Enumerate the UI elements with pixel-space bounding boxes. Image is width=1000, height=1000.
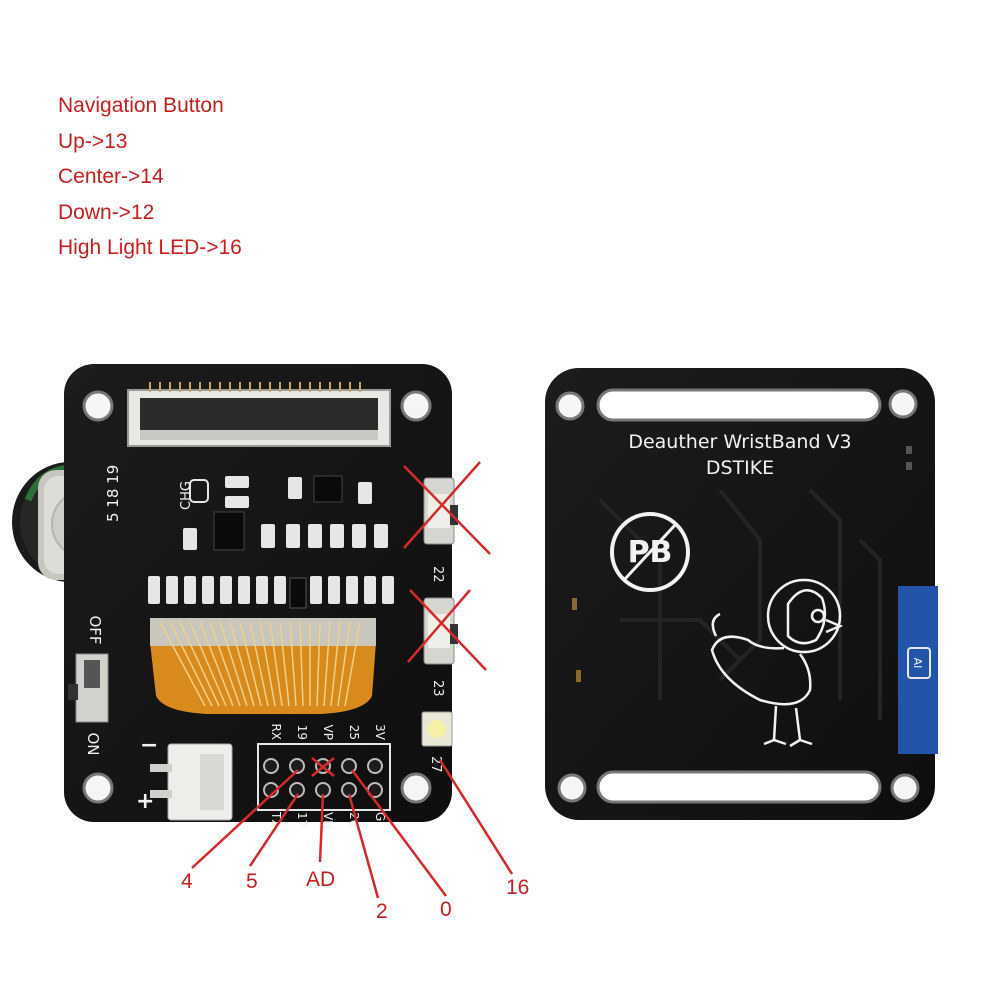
callout-5: 5 bbox=[246, 870, 258, 893]
chg-led bbox=[189, 479, 209, 503]
callout-leaders bbox=[191, 759, 514, 899]
ic-chip bbox=[213, 511, 245, 551]
callout-4: 4 bbox=[181, 870, 193, 893]
strap-slot-top bbox=[596, 388, 882, 422]
silk-17: 17 bbox=[295, 812, 309, 827]
silk-vn: VN bbox=[321, 812, 335, 829]
power-switch bbox=[68, 653, 109, 723]
chicken-mascot-icon bbox=[710, 578, 844, 748]
callout-0: 0 bbox=[440, 898, 452, 921]
note-center: Center->14 bbox=[58, 165, 164, 188]
silk-plus: + bbox=[136, 789, 154, 814]
note-down: Down->12 bbox=[58, 200, 155, 224]
antenna-tag: AI bbox=[898, 586, 938, 754]
silk-off: OFF bbox=[86, 615, 104, 644]
silk-27: 27 bbox=[428, 756, 443, 773]
battery-connector bbox=[150, 743, 233, 821]
blue-tag-label: AI bbox=[911, 658, 924, 669]
back-brand: DSTIKE bbox=[706, 457, 774, 479]
silk-g: G bbox=[373, 812, 387, 821]
silk-3v: 3V bbox=[373, 724, 387, 741]
pin-notes: Navigation Button Up->13 Center->14 Down… bbox=[58, 88, 242, 266]
pb-free-icon: PB bbox=[610, 512, 690, 592]
pcb-traces bbox=[598, 488, 882, 720]
front-board: 5 18 19 CHG OFF ON − + RX 19 VP 25 3V TX… bbox=[12, 364, 514, 899]
cross-out-marks bbox=[311, 461, 491, 777]
silk-chg: CHG bbox=[179, 481, 194, 510]
silk-23: 23 bbox=[430, 680, 445, 697]
silk-pin-labels-top: RX 19 VP 25 3V bbox=[269, 723, 387, 740]
silk-25: 25 bbox=[347, 725, 361, 740]
callout-labels: 4 5 AD 2 0 16 bbox=[181, 868, 529, 923]
display-flex-cable bbox=[150, 618, 376, 714]
callout-16: 16 bbox=[506, 876, 529, 899]
note-up: Up->13 bbox=[58, 129, 128, 153]
silk-minus: − bbox=[140, 733, 158, 758]
callout-ad: AD bbox=[306, 868, 335, 891]
smd-components bbox=[148, 476, 394, 604]
silk-19: 19 bbox=[295, 725, 309, 740]
notes-title: Navigation Button bbox=[58, 94, 224, 117]
silk-22: 22 bbox=[430, 566, 445, 583]
note-led: High Light LED->16 bbox=[58, 236, 242, 259]
callout-2: 2 bbox=[376, 900, 388, 923]
silk-vp: VP bbox=[321, 725, 335, 740]
fpc-connector bbox=[127, 382, 391, 447]
back-board: Deauther WristBand V3 DSTIKE PB AI bbox=[545, 368, 938, 820]
ic-chip-mid bbox=[289, 577, 307, 609]
silk-on: ON bbox=[84, 732, 102, 755]
silk-pin-numbers: 5 18 19 bbox=[104, 465, 122, 522]
strap-slot-bottom bbox=[596, 770, 882, 804]
silk-rx: RX bbox=[269, 723, 283, 740]
ic-chip-small bbox=[313, 475, 343, 503]
back-title: Deauther WristBand V3 bbox=[628, 431, 851, 453]
